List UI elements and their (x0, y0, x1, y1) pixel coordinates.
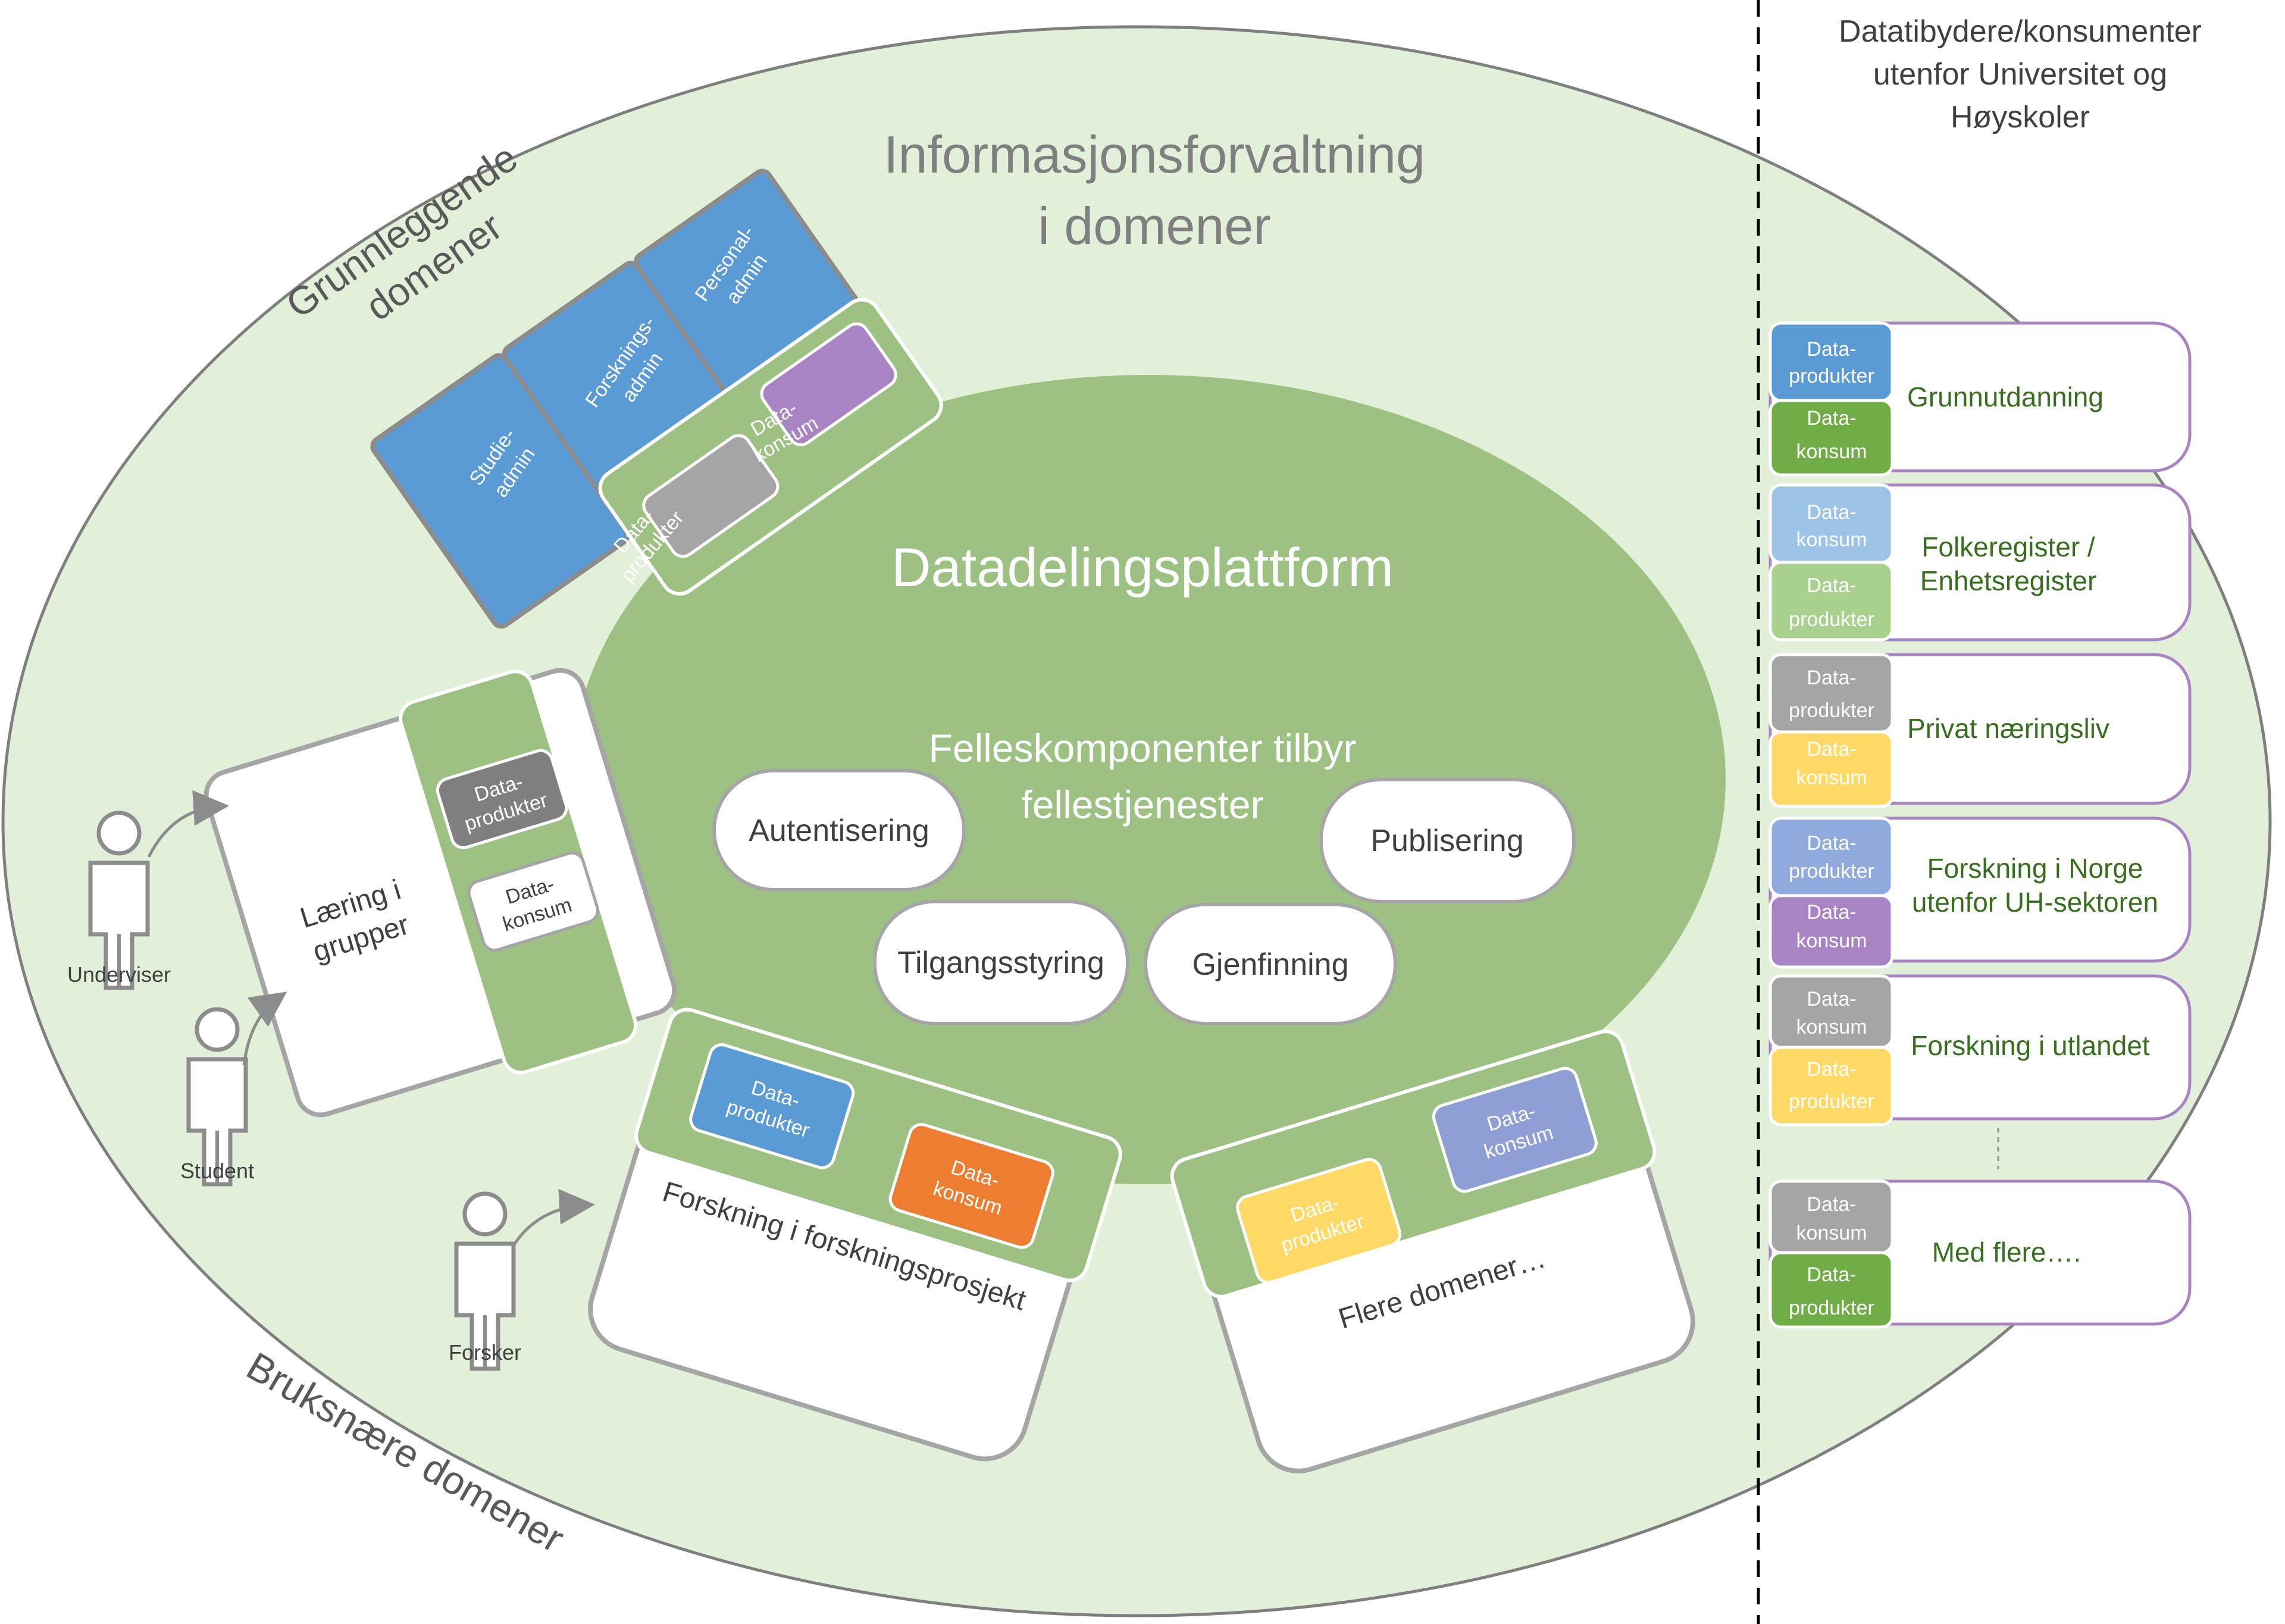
person-forsker-icon (454, 1191, 516, 1371)
flere-domener-domain: Data- produkter Data- konsum Flere domen… (1170, 1030, 1695, 1473)
svg-text:Autentisering: Autentisering (749, 813, 929, 848)
svg-text:Data-: Data- (1807, 574, 1856, 597)
card-bottom-box (1768, 399, 1894, 477)
svg-text:produkter: produkter (1789, 1090, 1874, 1113)
card-label: Forskning i utlandet (1911, 1030, 2150, 1061)
right-heading-line2: utenfor Universitet og (1873, 57, 2167, 92)
svg-text:konsum: konsum (1796, 766, 1867, 789)
person-underviser-label: Underviser (67, 962, 171, 987)
card-label: Med flere…. (1932, 1237, 2081, 1268)
laering-konsum-box[interactable] (466, 850, 600, 953)
svg-text:produkter: produkter (1789, 699, 1874, 722)
svg-text:Data-: Data- (1807, 832, 1856, 855)
card-label-line1: Forskning i Norge (1927, 853, 2143, 884)
forskning-prosjekt-konsum-box[interactable] (887, 1122, 1056, 1251)
service-tilgangsstyring[interactable]: Tilgangsstyring (873, 900, 1129, 1025)
svg-text:Data-: Data- (1807, 407, 1856, 430)
grunnleggende-produkter-box[interactable] (639, 431, 782, 561)
svg-text:Data-: Data- (1807, 338, 1856, 361)
svg-text:produkter: produkter (1789, 365, 1874, 387)
card-label-line1: Folkeregister / (1921, 531, 2095, 562)
forskning-prosjekt-produkter-box[interactable] (688, 1042, 856, 1171)
svg-text:konsum: konsum (1796, 528, 1867, 551)
person-student-icon (186, 1007, 248, 1187)
svg-text:Data-: Data- (1807, 988, 1856, 1010)
laering-domain: Data- produkter Data- konsum Læring i gr… (204, 668, 677, 1118)
card-bottom-box (1768, 1251, 1894, 1329)
student-arrow (242, 991, 287, 1066)
consumer-card-forskning-norge[interactable]: Data- produkter Data- konsum Forskning i… (1768, 816, 2192, 969)
felles-line1: Felleskomponenter tilbyr (929, 726, 1357, 770)
underviser-arrow (147, 790, 229, 858)
person-forsker-label: Forsker (449, 1340, 521, 1365)
consumer-card-grunnutdanning[interactable]: Data- produkter Data- konsum Grunnutdann… (1768, 321, 2192, 477)
card-label: Grunnutdanning (1907, 381, 2104, 412)
right-heading-line1: Datatibydere/konsumenter (1839, 14, 2202, 49)
grunnleggende-konsum-box[interactable] (757, 319, 900, 449)
main-title-line2: i domener (1038, 196, 1270, 255)
svg-text:Data-: Data- (1807, 1193, 1856, 1216)
consumer-card-med-flere[interactable]: Data- konsum Data- produkter Med flere…. (1768, 1179, 2192, 1329)
svg-text:Data-: Data- (1807, 738, 1856, 761)
svg-text:produkter: produkter (1789, 1297, 1874, 1319)
card-bottom-box (1768, 561, 1894, 642)
felles-line2: fellestjenester (1021, 783, 1263, 827)
grunnleggende-domener-group: Grunnleggende domener (278, 135, 943, 629)
consumer-card-folkeregister[interactable]: Data- konsum Data- produkter Folkeregist… (1768, 483, 2192, 642)
card-top-box (1768, 321, 1894, 402)
card-label-line2: utenfor UH-sektoren (1912, 887, 2158, 918)
svg-text:Publisering: Publisering (1370, 824, 1523, 858)
card-bottom-box (1768, 894, 1894, 969)
person-underviser-icon (88, 811, 150, 990)
svg-text:produkter: produkter (1789, 860, 1874, 883)
svg-text:Data-: Data- (1807, 1058, 1856, 1081)
platform-label: Datadelingsplattform (891, 537, 1394, 598)
svg-text:konsum: konsum (1796, 1016, 1867, 1038)
svg-text:Data-: Data- (1807, 901, 1856, 924)
service-gjenfinning[interactable]: Gjenfinning (1144, 903, 1397, 1025)
service-autentisering[interactable]: Autentisering (712, 769, 966, 891)
person-student-label: Student (180, 1159, 254, 1183)
card-label-line2: Enhetsregister (1920, 565, 2097, 596)
forsker-arrow (513, 1188, 595, 1245)
svg-text:produkter: produkter (1789, 608, 1874, 631)
svg-text:Gjenfinning: Gjenfinning (1192, 947, 1348, 982)
platform-ellipse (571, 375, 1726, 1184)
right-heading-line3: Høyskoler (1951, 100, 2090, 134)
svg-text:Data-: Data- (1807, 501, 1856, 524)
card-label: Privat næringsliv (1907, 713, 2109, 744)
svg-text:Tilgangsstyring: Tilgangsstyring (897, 946, 1104, 980)
main-title-line1: Informasjonsforvaltning (884, 125, 1425, 184)
service-publisering[interactable]: Publisering (1319, 778, 1576, 903)
forskning-prosjekt-domain: Data- produkter Data- konsum Forskning i… (588, 1007, 1122, 1462)
svg-text:Data-: Data- (1807, 1263, 1856, 1286)
consumer-card-forskning-utlandet[interactable]: Data- konsum Data- produkter Forskning i… (1768, 974, 2192, 1127)
svg-text:konsum: konsum (1796, 1222, 1867, 1244)
card-bottom-box (1768, 1046, 1894, 1127)
svg-text:konsum: konsum (1796, 440, 1867, 463)
svg-text:Data-: Data- (1807, 667, 1856, 689)
card-top-box (1768, 816, 1894, 897)
laering-produkter-box[interactable] (434, 747, 569, 850)
svg-text:konsum: konsum (1796, 930, 1867, 952)
flere-produkter-box[interactable] (1235, 1156, 1403, 1285)
flere-konsum-box[interactable] (1431, 1065, 1599, 1194)
card-bottom-box (1768, 730, 1894, 808)
consumer-card-privat[interactable]: Data- produkter Data- konsum Privat næri… (1768, 653, 2192, 808)
